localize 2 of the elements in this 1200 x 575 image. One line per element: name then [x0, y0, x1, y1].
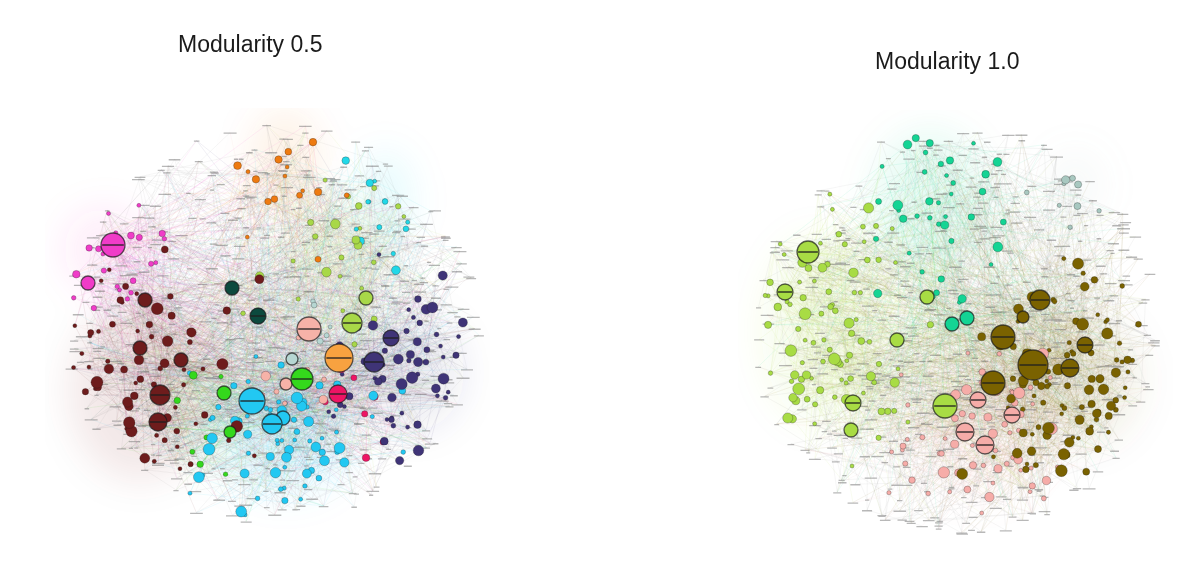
- graph-title: Modularity 0.5: [178, 30, 323, 58]
- graph-title: Modularity 1.0: [875, 47, 1020, 75]
